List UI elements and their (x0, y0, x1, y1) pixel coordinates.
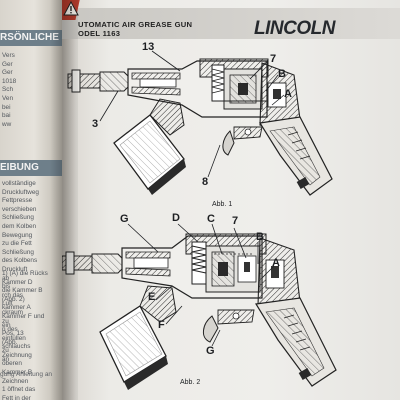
left-text-line: Druckluftweg (2, 188, 39, 196)
grip-handle (259, 116, 333, 196)
fig2-callout-d: D (172, 212, 180, 224)
left-text-line: (Abb. (2, 338, 18, 346)
left-text-line: Schließung (2, 248, 34, 256)
left-text-line: zu (2, 317, 9, 325)
piston-chamber-2 (185, 233, 267, 293)
left-text-line: zu die Fett (2, 240, 32, 248)
left-text-line: Ven (2, 94, 14, 102)
inlet-fitting-2 (62, 251, 123, 275)
fig1-callout-a: A (284, 88, 292, 100)
trigger (222, 126, 263, 156)
fig2-callout-b: B (256, 231, 264, 243)
warning-icon (63, 1, 79, 16)
trigger-2 (203, 309, 255, 343)
fig2-callout-g-top: G (120, 213, 129, 225)
left-text-line: ein (2, 321, 11, 329)
fig1-callout-13: 13 (142, 41, 155, 53)
left-text-line: n des (2, 326, 18, 334)
left-text-line: ab (2, 274, 10, 282)
figure-1-leaders (99, 50, 285, 178)
left-text-line: 1018 (2, 77, 17, 85)
grip-handle-2 (255, 297, 337, 387)
fig1-callout-3: 3 (92, 118, 99, 130)
left-text-line: ckraum (2, 308, 23, 316)
cartridge-neck (149, 98, 185, 136)
title-line-2: ODEL 1163 (78, 29, 121, 38)
left-text-line: kammer A (2, 304, 31, 312)
left-footer: gung Anleitung an (0, 371, 53, 378)
left-text-line: Kammer D (2, 278, 33, 286)
figure-2-leaders (127, 223, 275, 347)
left-text-line: Bewegung (2, 231, 33, 239)
left-text-line: Zeichnung (2, 351, 32, 359)
fig1-callout-7: 7 (270, 53, 277, 65)
left-text-line: an (2, 355, 10, 363)
left-text-line: verschieben (2, 205, 37, 213)
left-text-line: dem Kolben (2, 222, 37, 230)
left-text-line: Fettpresse (2, 197, 33, 205)
right-page: UTOMATIC AIR GREASE GUN ODEL 1163 LINCOL… (62, 0, 400, 400)
fig2-callout-c: C (207, 213, 215, 225)
left-text-line: Luft (2, 300, 13, 308)
left-text-line: Ger (2, 69, 13, 77)
title-line-1: UTOMATIC AIR GREASE GUN (78, 20, 193, 29)
grease-cartridge-2 (99, 305, 168, 390)
left-text-line: zu (2, 347, 9, 355)
left-text-line: Zeichnen (2, 377, 29, 385)
left-text-line: bai (2, 112, 11, 120)
left-text-line: Fett in der (2, 394, 31, 400)
left-page: RSÖNLICHE SCHI VersGerGer1018SchVenbeiba… (0, 0, 62, 400)
left-text-line: Schließung (2, 214, 34, 222)
left-band-top-text: RSÖNLICHE SCHI (0, 32, 62, 43)
fig1-callout-8: 8 (202, 176, 209, 188)
left-text-line: Sch (2, 86, 14, 94)
left-section-band-top: RSÖNLICHE SCHI (0, 30, 62, 46)
left-text-line: Vers (2, 52, 15, 59)
cartridge-neck-2 (139, 285, 177, 323)
fig2-callout-7: 7 (232, 215, 239, 227)
fig2-callout-a: A (272, 257, 280, 269)
left-text-line: des Kolbens (2, 257, 38, 265)
left-text-line: (Abb. 2) (2, 295, 25, 303)
left-text-line: Pos. 13 (2, 330, 24, 338)
fig2-callout-g-bottom: G (206, 345, 215, 357)
grease-cartridge (113, 114, 186, 195)
left-text-line: ww (2, 120, 12, 128)
figure-1-caption: Abb. 1 (212, 201, 233, 208)
fig2-callout-f: F (158, 319, 165, 331)
left-text-line: die Kammer B (2, 287, 43, 295)
left-band-mid-text: EIBUNG (0, 162, 39, 173)
left-text-line: Kammer F und (2, 312, 45, 320)
valve-housing (259, 62, 301, 132)
figure-1: 13 7 B A 3 8 Abb. 1 (62, 39, 400, 208)
valve-housing-2 (257, 237, 301, 315)
figure-2-drawing (62, 223, 337, 390)
left-text-line: Kammer B (2, 369, 33, 377)
left-text-line: bei (2, 103, 11, 111)
fig2-callout-e: E (148, 291, 156, 303)
inlet-fitting (67, 69, 129, 93)
figure-2: G D C 7 B E A F G Abb. 2 (62, 206, 400, 391)
figure-1-drawing (67, 50, 333, 196)
left-text-line: einfüllen (2, 334, 26, 342)
left-text-line: Ger (2, 60, 13, 68)
left-text-line: 1 öffnet das (2, 386, 36, 394)
left-text-line: rch das (2, 291, 23, 299)
figure-2-caption: Abb. 2 (180, 379, 201, 386)
brand-logo: LINCOLN (254, 18, 335, 39)
left-text-line: bis (2, 283, 11, 291)
page-header: UTOMATIC AIR GREASE GUN ODEL 1163 LINCOL… (62, 8, 400, 39)
left-text-line: schlauchs (2, 343, 31, 351)
piston-chamber (199, 58, 269, 110)
left-text-line: oberen (2, 360, 22, 368)
left-text-line: vollständige (2, 180, 36, 187)
fig1-callout-b: B (278, 68, 286, 80)
left-section-band-mid: EIBUNG (0, 160, 62, 176)
left-text-line: 1) (A) die Rücks (2, 270, 48, 277)
left-text-line: Druckluft (2, 265, 28, 273)
